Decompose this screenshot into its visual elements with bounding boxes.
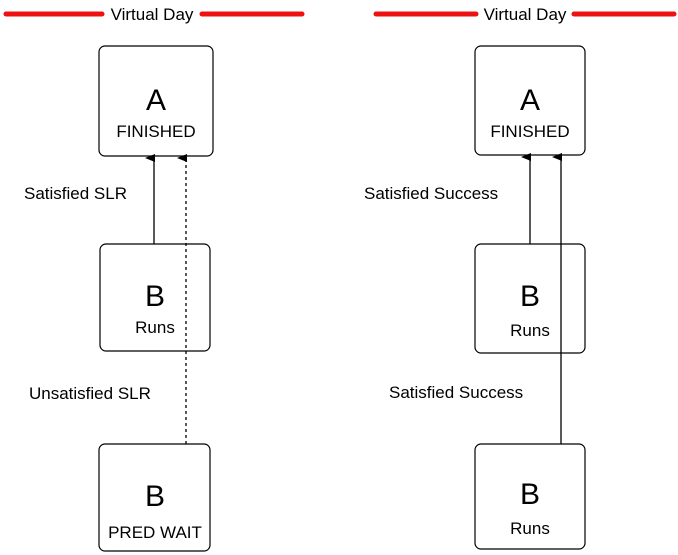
left-box-a-letter: A [146, 84, 166, 117]
left-box-b-pred-wait [98, 443, 211, 552]
right-lower-edge-label: Satisfied Success [389, 383, 523, 402]
left-upper-edge-label: Satisfied SLR [24, 184, 127, 203]
right-box-a-state: FINISHED [490, 122, 569, 141]
left-box-b-runs [99, 243, 211, 352]
left-virtual-day-title: Virtual Day [111, 5, 194, 24]
right-box-b-runs-lower [474, 443, 586, 550]
left-box-b-runs-state: Runs [135, 318, 175, 337]
left-box-b-runs-letter: B [145, 280, 165, 313]
right-box-b-runs-lower-state: Runs [510, 519, 550, 538]
right-box-b-runs-lower-letter: B [520, 478, 540, 511]
right-box-b-runs-letter: B [520, 280, 540, 313]
left-box-b-pred-wait-state: PRED WAIT [108, 523, 202, 542]
right-virtual-day-title: Virtual Day [484, 5, 567, 24]
left-box-b-pred-wait-letter: B [145, 480, 165, 513]
left-lower-edge-label: Unsatisfied SLR [29, 384, 151, 403]
right-panel: Virtual Day A FINISHED B Runs B Runs Sat… [364, 5, 677, 550]
left-box-a [98, 45, 214, 157]
right-upper-edge-label: Satisfied Success [364, 184, 498, 203]
left-box-a-state: FINISHED [116, 122, 195, 141]
right-box-b-runs-state: Runs [510, 321, 550, 340]
right-box-a-letter: A [520, 84, 540, 117]
left-panel: Virtual Day A FINISHED B Runs B PRED WAI… [3, 5, 305, 552]
